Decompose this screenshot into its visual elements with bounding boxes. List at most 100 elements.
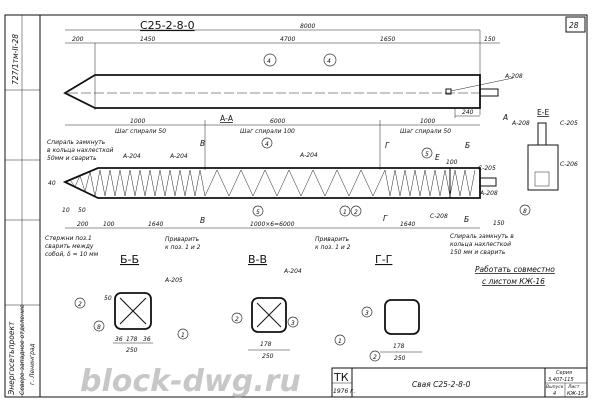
- svg-text:8: 8: [97, 324, 101, 331]
- note-weld-1: Приварить к поз. 1 и 2: [165, 236, 201, 251]
- spiral-step-right: Шаг спирали 50: [400, 128, 451, 135]
- svg-text:сварить между: сварить между: [45, 243, 94, 250]
- position-callout: 5: [256, 209, 260, 216]
- note-weld-2: Приварить к поз. 1 и 2: [315, 236, 351, 251]
- svg-text:Спираль замкнуть: Спираль замкнуть: [47, 139, 106, 146]
- section-gg: Г-Г 178 250 3 1 2: [334, 253, 422, 362]
- dim-label: 1640: [400, 221, 415, 228]
- mark-label: А-208: [479, 190, 498, 197]
- section-mark: А: [502, 113, 508, 122]
- dim-label: 240: [462, 109, 474, 116]
- section-mark: В: [200, 139, 205, 148]
- svg-text:Свая С25-2-8-0: Свая С25-2-8-0: [412, 380, 471, 389]
- note-spiral-right: Спираль замкнуть в кольца нахлесткой 150…: [450, 233, 514, 256]
- svg-text:1: 1: [338, 338, 342, 345]
- svg-text:1976 г.: 1976 г.: [333, 388, 355, 395]
- dim-label: 150: [484, 36, 496, 43]
- svg-text:178: 178: [393, 343, 405, 350]
- section-mark: Г: [383, 214, 388, 223]
- dim-label: 1000: [420, 118, 435, 125]
- dim-label: 10: [62, 207, 70, 214]
- note-rods: Стержни поз.1 сварить между собой, δ = 1…: [45, 235, 99, 258]
- title-block: ТК 1976 г. Свая С25-2-8-0 Серия 3.407-11…: [331, 367, 588, 398]
- svg-text:1: 1: [181, 332, 185, 339]
- svg-text:250: 250: [262, 353, 274, 360]
- svg-text:2: 2: [235, 316, 239, 323]
- svg-text:к поз. 1 и 2: к поз. 1 и 2: [315, 244, 351, 251]
- svg-text:250: 250: [126, 347, 138, 354]
- svg-text:Б-Б: Б-Б: [120, 253, 139, 266]
- dim-label: 1640: [148, 221, 163, 228]
- svg-text:4: 4: [553, 391, 556, 397]
- section-vv: В-В 178 250 А-204 2 3: [231, 253, 302, 360]
- svg-text:собой, δ = 10 мм: собой, δ = 10 мм: [45, 251, 99, 258]
- position-callout: 2: [354, 209, 358, 216]
- mark-label: А-208: [511, 120, 530, 127]
- side-stamp: [4, 14, 41, 398]
- svg-text:Приварить: Приварить: [315, 236, 350, 243]
- sheet-number-box: [565, 16, 586, 33]
- svg-text:50: 50: [104, 295, 112, 302]
- mark-label: С-208: [430, 213, 448, 220]
- org-name: Энергосетьпроект: [7, 321, 16, 396]
- dim-label: 1650: [380, 36, 395, 43]
- mark-label: А-208: [504, 73, 523, 80]
- svg-text:к поз. 1 и 2: к поз. 1 и 2: [165, 244, 201, 251]
- section-label-aa: А-А: [220, 114, 234, 123]
- spiral-step-left: Шаг спирали 50: [115, 128, 166, 135]
- svg-text:178: 178: [126, 336, 138, 343]
- section-mark: Г: [385, 141, 390, 150]
- svg-text:250: 250: [394, 355, 406, 362]
- svg-text:с листом КЖ-16: с листом КЖ-16: [482, 277, 545, 286]
- position-callout: 4: [267, 58, 271, 65]
- mark-label: С-205: [478, 165, 496, 172]
- dim-label: 1450: [140, 36, 155, 43]
- svg-text:36: 36: [143, 336, 151, 343]
- position-callout: 4: [265, 141, 269, 148]
- pile-elevation: [63, 74, 481, 109]
- note-joint-work: Работать совместно с листом КЖ-16: [475, 265, 555, 286]
- position-callout: 5: [425, 151, 429, 158]
- drawing-title: С25-2-8-0: [140, 19, 195, 32]
- dim-label: 100: [446, 159, 458, 166]
- svg-text:ТК: ТК: [333, 371, 349, 384]
- svg-text:в кольца нахлесткой: в кольца нахлесткой: [47, 147, 114, 154]
- org-branch: Северо-западное отделение: [19, 304, 26, 395]
- section-mark: В: [200, 216, 205, 225]
- spiral-step-middle: Шаг спирали 100: [240, 128, 295, 135]
- watermark-logo: block-dwg.ru: [80, 364, 301, 399]
- mark-label: А-204: [122, 153, 141, 160]
- org-city: г. Ленинград: [29, 343, 36, 385]
- svg-text:3.407-115: 3.407-115: [548, 377, 574, 383]
- svg-text:Стержни поз.1: Стержни поз.1: [45, 235, 92, 242]
- dim-label: 40: [48, 180, 56, 187]
- section-bb: Б-Б 178 36 36 250 50 2 8 1 А-205: [74, 253, 189, 354]
- dim-label: 100: [103, 221, 115, 228]
- svg-text:В-В: В-В: [248, 253, 267, 266]
- section-mark: Б: [465, 141, 470, 150]
- section-mark: Б: [464, 215, 469, 224]
- position-callout: 4: [327, 58, 331, 65]
- dim-label: 50: [78, 207, 86, 214]
- dim-label: 6000: [270, 118, 285, 125]
- mark-label: А-204: [299, 152, 318, 159]
- spiral-reinforcement: [69, 169, 476, 197]
- svg-text:Спираль замкнуть в: Спираль замкнуть в: [450, 233, 514, 240]
- section-label-ee: Е-Е: [537, 108, 549, 117]
- drawing-code: 727/1тм-II-28: [11, 34, 20, 85]
- svg-text:Работать совместно: Работать совместно: [475, 265, 555, 274]
- svg-text:3: 3: [365, 310, 369, 317]
- svg-text:36: 36: [115, 336, 123, 343]
- dim-label: 200: [77, 221, 89, 228]
- svg-text:Лист: Лист: [567, 384, 580, 390]
- note-spiral-left: Спираль замкнуть в кольца нахлесткой 50м…: [47, 139, 114, 162]
- mark-label: А-204: [169, 153, 188, 160]
- svg-text:50мм и сварить: 50мм и сварить: [47, 155, 97, 162]
- svg-text:А-204: А-204: [283, 268, 302, 275]
- svg-text:А-205: А-205: [164, 277, 183, 284]
- svg-text:Серия: Серия: [556, 370, 572, 376]
- svg-text:3: 3: [291, 320, 295, 327]
- position-callout: 8: [523, 208, 527, 215]
- svg-text:Приварить: Приварить: [165, 236, 200, 243]
